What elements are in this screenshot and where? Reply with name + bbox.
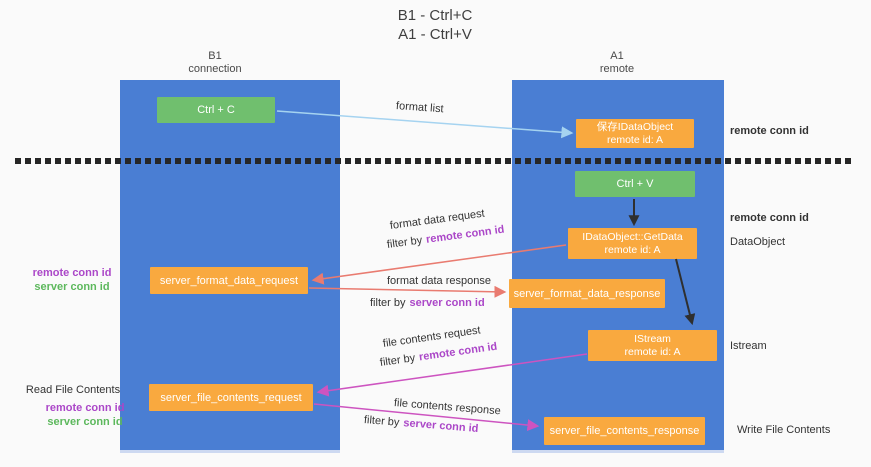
left-column-type: connection [188, 63, 242, 75]
remote-conn-id-label: remote conn id [32, 267, 112, 279]
filter-by-text: filter by [379, 352, 416, 369]
filter-by-text: filter by [363, 414, 400, 429]
save-idataobject-box: 保存IDataObject remote id: A [576, 119, 694, 148]
istream-box: IStream remote id: A [588, 330, 717, 361]
filter-by-text: filter by [370, 297, 406, 309]
right-column-type: remote [599, 63, 635, 75]
write-file-contents-label: Write File Contents [737, 424, 831, 436]
server-conn-id-text: server conn id [409, 297, 485, 309]
server-file-contents-request-box: server_file_contents_request [149, 384, 313, 411]
server-conn-id-label: server conn id [34, 281, 110, 293]
left-conn-id-labels-file: remote conn id server conn id [30, 401, 140, 429]
server-file-contents-response-label: server_file_contents_response [549, 425, 700, 437]
server-conn-id-text: server conn id [402, 417, 479, 435]
save-idataobject-label: 保存IDataObject [596, 120, 674, 133]
right-column-name: A1 [610, 50, 624, 62]
save-idataobject-remote-id: remote id: A [606, 133, 664, 146]
istream-label: IStream [634, 332, 671, 345]
server-format-data-request-label: server_format_data_request [159, 274, 299, 287]
remote-conn-id-text: remote conn id [418, 340, 498, 364]
getdata-remote-id: remote id: A [604, 243, 661, 256]
ctrl-c-box: Ctrl + C [157, 97, 275, 123]
server-file-contents-request-label: server_file_contents_request [160, 391, 302, 404]
format-list-label: format list [395, 100, 444, 116]
server-format-data-response-label: server_format_data_response [513, 287, 661, 300]
left-column-name: B1 [208, 50, 222, 62]
remote-conn-id-text: remote conn id [425, 223, 506, 246]
diagram-title: B1 - Ctrl+C A1 - Ctrl+V [300, 6, 570, 44]
read-file-contents-label: Read File Contents [25, 384, 121, 396]
server-file-contents-response-box: server_file_contents_response [544, 417, 705, 445]
istream-side-label: Istream [730, 340, 767, 352]
ctrl-v-label: Ctrl + V [616, 178, 654, 190]
server-format-data-response-box: server_format_data_response [509, 279, 665, 308]
format-data-response-label: format data response [387, 275, 491, 287]
remote-conn-id-label-mid: remote conn id [730, 212, 809, 224]
dataobject-label: DataObject [730, 236, 786, 248]
phase-separator-dashed-line [15, 158, 855, 164]
remote-conn-id-label: remote conn id [45, 402, 125, 414]
ctrl-v-box: Ctrl + V [575, 171, 695, 197]
remote-conn-id-label-top: remote conn id [730, 125, 809, 137]
left-conn-id-labels-format: remote conn id server conn id [22, 266, 122, 294]
title-line-2: A1 - Ctrl+V [398, 26, 472, 43]
file-contents-response-label: file contents response [393, 397, 502, 418]
getdata-label: IDataObject::GetData [582, 230, 683, 243]
filter-by-text: filter by [386, 234, 423, 251]
left-column-header: B1 connection [145, 50, 285, 76]
ctrl-c-label: Ctrl + C [197, 104, 235, 116]
server-conn-id-label: server conn id [47, 416, 123, 428]
server-format-data-request-box: server_format_data_request [150, 267, 308, 294]
right-column-header: A1 remote [547, 50, 687, 76]
title-line-1: B1 - Ctrl+C [397, 7, 473, 24]
istream-remote-id: remote id: A [624, 345, 681, 358]
idataobject-getdata-box: IDataObject::GetData remote id: A [568, 228, 697, 259]
